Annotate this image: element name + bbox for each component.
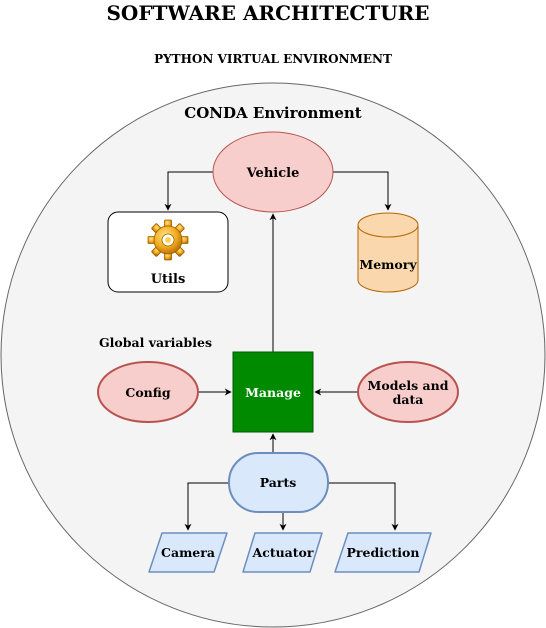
memory-label: Memory [359,257,417,272]
global-variables-label: Global variables [99,335,212,350]
actuator-label: Actuator [252,545,314,560]
manage-label: Manage [245,385,301,400]
manage-node: Manage [232,351,314,433]
vehicle-label: Vehicle [246,166,300,181]
actuator-node: Actuator [242,532,323,573]
prediction-label: Prediction [347,545,420,560]
page-title: SOFTWARE ARCHITECTURE [106,1,429,25]
environment-label: CONDA Environment [184,104,361,122]
prediction-node: Prediction [334,532,432,573]
models-label-line1: Models and [368,378,449,393]
edge-parts-prediction [328,482,399,531]
memory-node: Memory [357,212,419,293]
config-node: Config [97,361,199,423]
config-label: Config [125,385,170,400]
utils-node: Utils [107,211,229,293]
edge-vehicle-memory [333,171,392,211]
edge-parts-camera [184,482,229,531]
camera-node: Camera [148,532,228,573]
models-label-line2: data [393,392,424,407]
gear-icon [147,219,189,261]
edge-vehicle-utils [164,171,213,211]
page-subtitle: PYTHON VIRTUAL ENVIRONMENT [154,52,392,66]
vehicle-node: Vehicle [212,131,334,213]
parts-node: Parts [228,452,329,513]
camera-label: Camera [161,545,215,560]
utils-label: Utils [151,272,186,287]
parts-label: Parts [260,475,297,490]
models-and-data-node: Models and data [357,361,459,423]
